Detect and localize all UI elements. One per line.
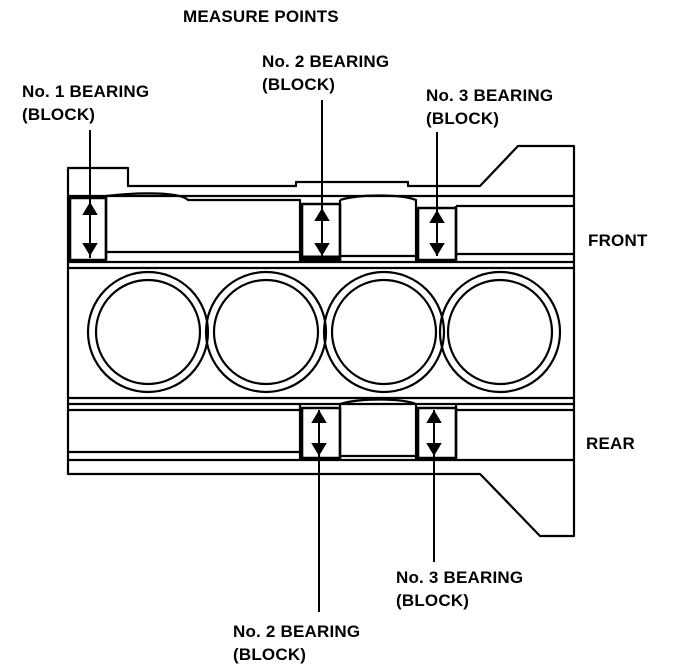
- diagram-title: MEASURE POINTS: [183, 7, 339, 26]
- arrow-front-no2-top: [314, 208, 330, 221]
- arrow-front-no1-bottom: [82, 243, 98, 256]
- label-front-no2-line2: (BLOCK): [262, 75, 336, 94]
- cylinder-2-bore: [212, 278, 320, 386]
- cylinder-3-bore-outer: [322, 270, 446, 394]
- rear-bearing-band: [68, 398, 574, 462]
- label-rear-no2-line2: (BLOCK): [233, 645, 307, 664]
- label-front-no2-bearing: No. 2 BEARING (BLOCK): [262, 50, 389, 96]
- label-rear-no3-bearing: No. 3 BEARING (BLOCK): [396, 566, 523, 612]
- label-rear-side: REAR: [586, 434, 635, 453]
- cylinder-4-bore: [446, 278, 554, 386]
- cylinder-1-bore: [94, 278, 202, 386]
- front-no1-bearing-seat: [68, 196, 108, 262]
- label-rear-no2-bearing: No. 2 BEARING (BLOCK): [233, 620, 360, 666]
- arrow-front-no1-top: [82, 202, 98, 215]
- rear-no3-bearing-seat: [416, 406, 458, 460]
- label-front-no1-line2: (BLOCK): [22, 105, 96, 124]
- arrow-front-no2-bottom: [314, 243, 330, 256]
- label-front-no3-line2: (BLOCK): [426, 109, 500, 128]
- cylinder-2-bore-outer: [204, 270, 328, 394]
- label-front-no1-line1: No. 1 BEARING: [22, 82, 150, 101]
- label-front-no1-bearing: No. 1 BEARING (BLOCK): [22, 80, 149, 126]
- label-front-no3-line1: No. 3 BEARING: [426, 86, 554, 105]
- arrow-front-no3-top: [429, 210, 445, 223]
- label-rear-no2-line1: No. 2 BEARING: [233, 622, 361, 641]
- arrow-rear-no2-bottom: [311, 443, 327, 456]
- cylinder-1-bore-outer: [86, 270, 210, 394]
- label-front-side: FRONT: [588, 231, 648, 250]
- arrow-rear-no2-top: [311, 410, 327, 423]
- rear-no2-bearing-seat: [300, 406, 342, 460]
- label-front-no2-line1: No. 2 BEARING: [262, 52, 390, 71]
- cylinder-4-bore-outer: [438, 270, 562, 394]
- label-rear-no3-line1: No. 3 BEARING: [396, 568, 524, 587]
- arrow-front-no3-bottom: [429, 243, 445, 256]
- label-front-no3-bearing: No. 3 BEARING (BLOCK): [426, 84, 553, 130]
- cylinder-bores: [86, 270, 562, 394]
- arrow-rear-no3-top: [426, 410, 442, 423]
- label-rear-no3-line2: (BLOCK): [396, 591, 470, 610]
- block-outline: [66, 144, 576, 538]
- arrow-rear-no3-bottom: [426, 443, 442, 456]
- cylinder-3-bore: [330, 278, 438, 386]
